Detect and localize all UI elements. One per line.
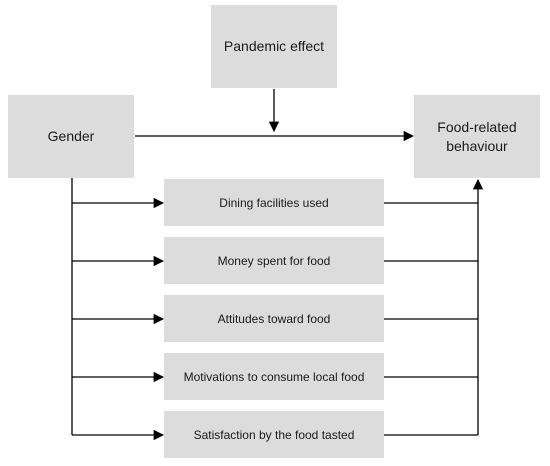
pandemic-effect-label: Pandemic effect	[223, 38, 325, 54]
mediator-label: Money spent for food	[217, 253, 331, 268]
mediator-box: Dining facilities used	[164, 179, 384, 226]
gender-box: Gender	[8, 95, 134, 178]
mediator-label: Attitudes toward food	[217, 311, 331, 326]
mediator-label: Dining facilities used	[219, 195, 329, 210]
mediator-box: Motivations to consume local food	[164, 353, 384, 400]
mediator-label: Satisfaction by the food tasted	[193, 427, 355, 442]
mediator-box: Attitudes toward food	[164, 295, 384, 342]
food-related-behaviour-box: Food-related behaviour	[414, 95, 540, 178]
mediator-box: Satisfaction by the food tasted	[164, 411, 384, 458]
food-related-behaviour-label: Food-related behaviour	[437, 118, 517, 154]
mediator-box: Money spent for food	[164, 237, 384, 284]
gender-label: Gender	[47, 128, 95, 144]
pandemic-effect-box: Pandemic effect	[211, 5, 337, 88]
mediator-label: Motivations to consume local food	[183, 369, 365, 384]
